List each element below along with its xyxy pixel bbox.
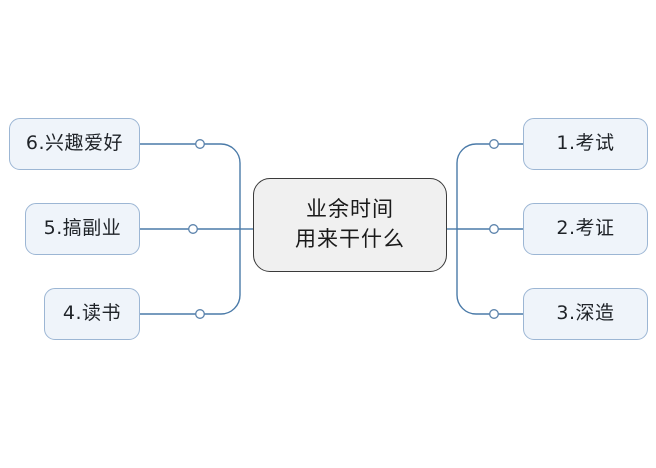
link-marker-left-bottom <box>195 309 205 319</box>
branch-node-6-label: 6.兴趣爱好 <box>25 132 124 155</box>
branch-node-2-label: 2.考证 <box>556 217 615 240</box>
link-marker-left-middle <box>188 224 198 234</box>
mindmap-branch-node-2[interactable]: 2.考证 <box>523 203 648 255</box>
link-left-spine-lower <box>175 229 241 315</box>
link-right-spine <box>456 143 523 229</box>
link-right-spine-lower <box>456 229 523 315</box>
mindmap-branch-node-4[interactable]: 4.读书 <box>44 288 140 340</box>
link-marker-left-top <box>195 139 205 149</box>
mindmap-branch-node-5[interactable]: 5.搞副业 <box>25 203 140 255</box>
branch-node-3-label: 3.深造 <box>556 302 615 325</box>
mindmap-branch-node-6[interactable]: 6.兴趣爱好 <box>9 118 140 170</box>
center-node-line1: 业余时间 <box>306 197 394 222</box>
mindmap-branch-node-1[interactable]: 1.考试 <box>523 118 648 170</box>
link-marker-right-middle <box>489 224 499 234</box>
branch-node-4-label: 4.读书 <box>62 302 122 325</box>
branch-node-5-label: 5.搞副业 <box>43 217 122 240</box>
mindmap-branch-node-3[interactable]: 3.深造 <box>523 288 648 340</box>
link-left-spine <box>175 143 241 229</box>
link-marker-right-top <box>489 139 499 149</box>
branch-node-1-label: 1.考试 <box>556 132 615 155</box>
mindmap-center-node[interactable]: 业余时间 用来干什么 <box>253 178 447 272</box>
center-node-line2: 用来干什么 <box>295 227 405 251</box>
link-marker-right-bottom <box>489 309 499 319</box>
